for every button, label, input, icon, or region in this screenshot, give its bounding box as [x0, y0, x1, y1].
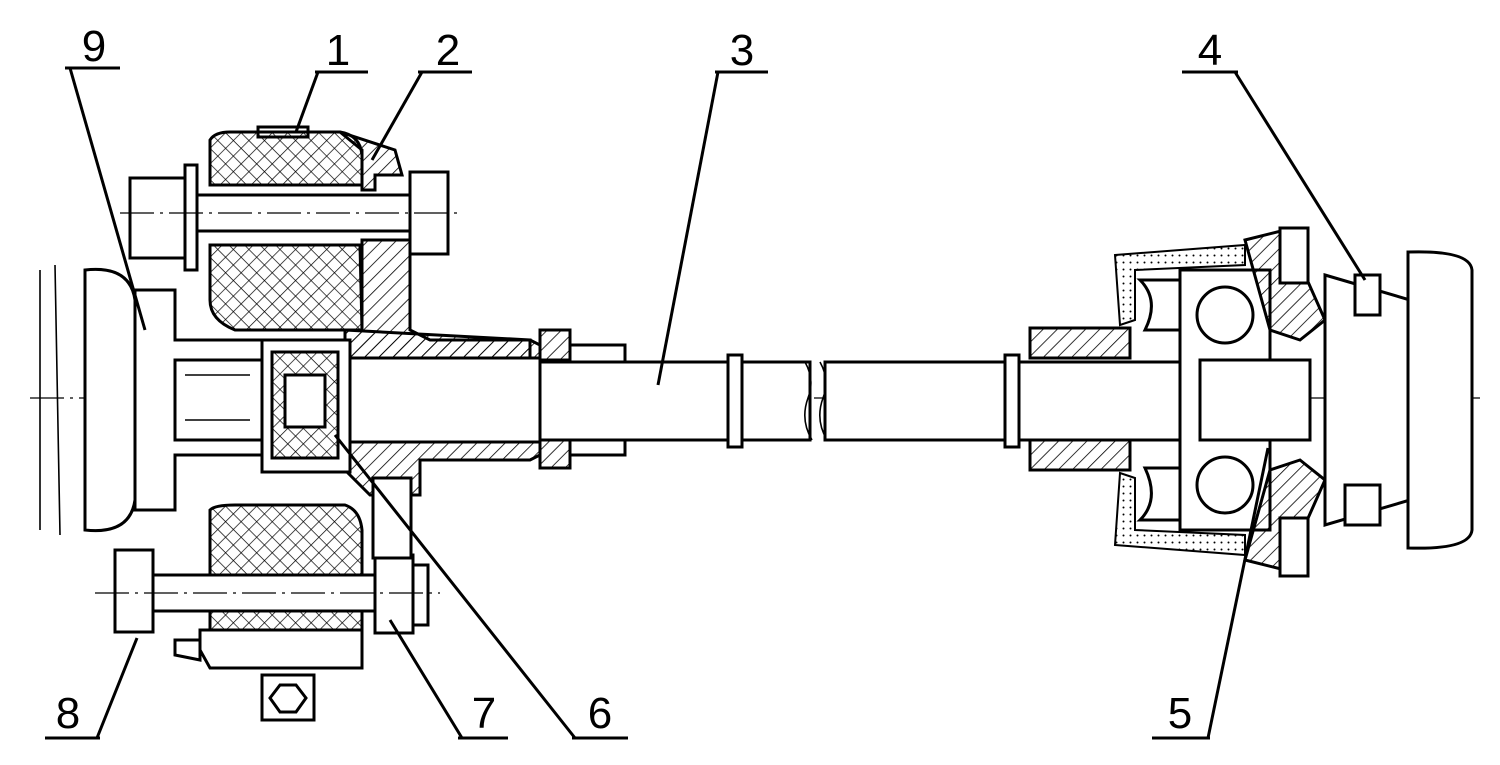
callout-6-label: 6 — [588, 689, 612, 738]
callout-9: 9 — [65, 22, 147, 331]
callout-3-label: 3 — [730, 26, 754, 75]
callout-2: 2 — [370, 26, 472, 161]
callout-5: 5 — [1152, 447, 1270, 740]
callout-2-label: 2 — [436, 26, 460, 75]
callout-5-label: 5 — [1168, 689, 1192, 738]
callout-7-label: 7 — [472, 689, 496, 738]
callout-8: 8 — [45, 637, 139, 740]
callout-4-label: 4 — [1198, 26, 1222, 75]
callout-3: 3 — [656, 26, 768, 386]
callout-6: 6 — [333, 434, 628, 740]
elastic-coupling — [95, 125, 532, 722]
cv-joint — [1028, 226, 1474, 578]
callout-4: 4 — [1182, 26, 1367, 281]
callout-7: 7 — [388, 619, 508, 740]
callout-8-label: 8 — [56, 689, 80, 738]
callout-1-label: 1 — [326, 26, 350, 75]
callout-9-label: 9 — [82, 22, 106, 71]
drive-shaft — [538, 353, 1201, 449]
callout-1: 1 — [294, 26, 368, 133]
gearbox-flange — [39, 264, 264, 536]
sliding-sleeve — [260, 328, 627, 560]
